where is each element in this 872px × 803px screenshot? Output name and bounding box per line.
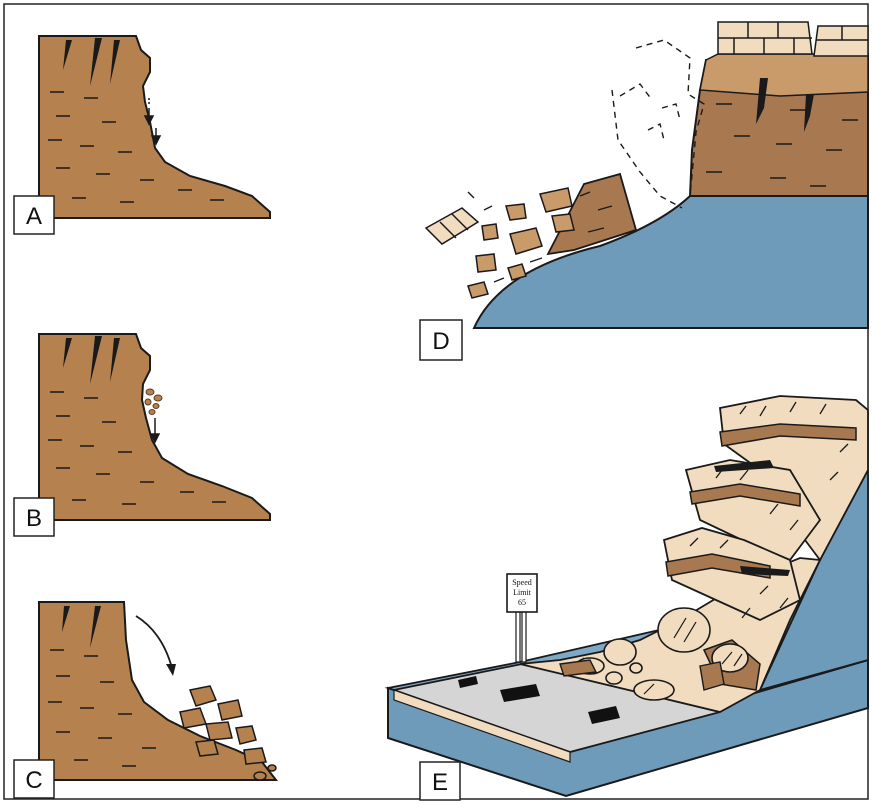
- capstone-blocks-d: [718, 22, 868, 56]
- panel-b-label: B: [26, 505, 42, 532]
- panel-b: B: [14, 334, 270, 536]
- panel-c-label: C: [25, 767, 42, 794]
- panel-e-label: E: [432, 769, 448, 796]
- sign-post-right: [522, 610, 526, 662]
- curved-fall-arrow-c: [136, 616, 172, 668]
- sign-post: [516, 610, 520, 662]
- falling-fragments-b: [145, 389, 162, 415]
- cliff-a: [39, 36, 270, 218]
- panel-c: C: [14, 602, 276, 798]
- panel-d-label: D: [432, 328, 449, 355]
- panel-e: Speed Limit 65 E: [388, 396, 868, 800]
- sign-line-2: Limit: [513, 588, 532, 597]
- panel-d: D: [420, 22, 868, 360]
- speed-limit-sign-e[interactable]: Speed Limit 65: [507, 574, 537, 662]
- tan-block-d: [426, 208, 478, 244]
- water-d: [474, 196, 868, 328]
- sign-line-1: Speed: [512, 578, 532, 587]
- cliff-upper-band-d: [700, 54, 868, 96]
- cliff-c: [39, 602, 276, 780]
- panel-a-label: A: [26, 203, 42, 230]
- sign-line-3: 65: [518, 598, 526, 607]
- curved-fall-arrowhead-c: [166, 664, 176, 676]
- panel-a: A: [14, 36, 270, 234]
